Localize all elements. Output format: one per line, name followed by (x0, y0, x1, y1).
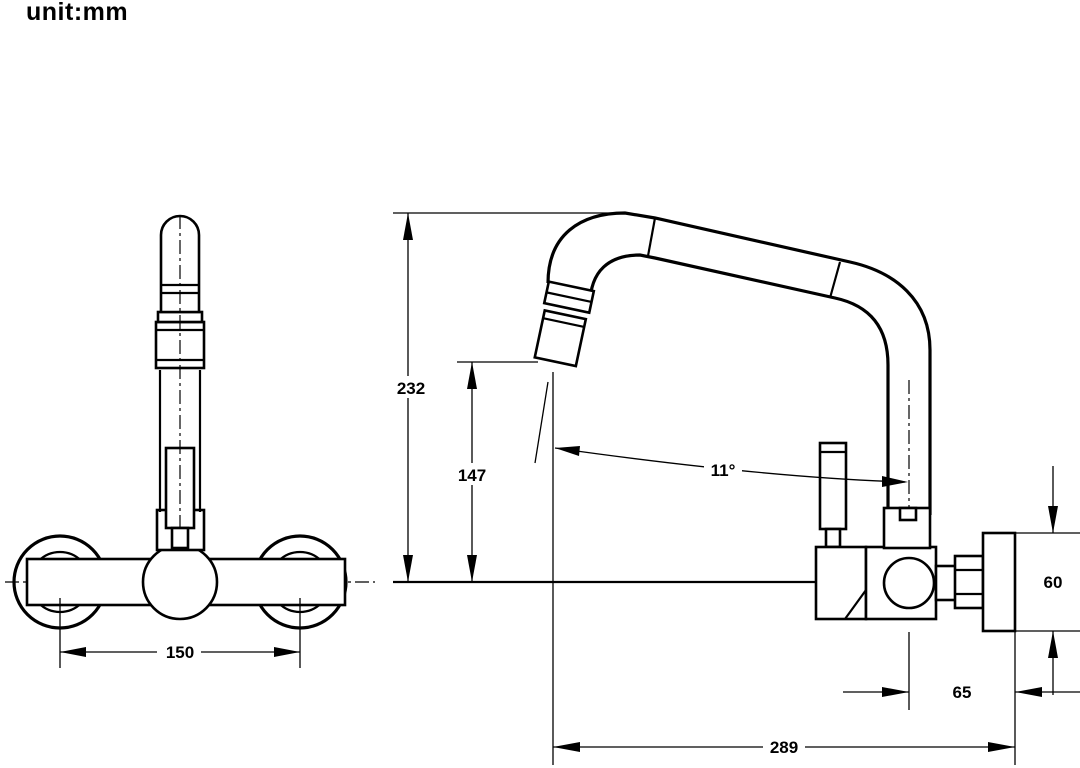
dim-flange-depth: 65 (953, 683, 972, 702)
dim-swivel-angle: 11° (711, 461, 736, 480)
handle-stem (170, 526, 190, 550)
unit-label: unit:mm (26, 0, 129, 26)
spout-inner (588, 253, 890, 512)
dim-wall-spacing: 150 (166, 643, 194, 662)
hex-connector (953, 554, 985, 610)
front-view: 150 (5, 214, 375, 668)
inlet-nut (882, 556, 936, 610)
spout-outer (546, 211, 932, 515)
dim-spout-height: 147 (458, 466, 486, 485)
dim-total-height: 232 (397, 379, 425, 398)
spout-top (159, 214, 201, 314)
wall-flange (981, 531, 1017, 633)
aerator-nozzle (533, 308, 588, 368)
center-hub (141, 543, 219, 621)
handle-side (818, 441, 848, 531)
dim-flange-height: 60 (1044, 573, 1063, 592)
dim-spout-reach: 289 (770, 738, 798, 757)
side-view: 232 147 11° 289 60 (392, 211, 1080, 765)
body-left-block (814, 545, 868, 621)
